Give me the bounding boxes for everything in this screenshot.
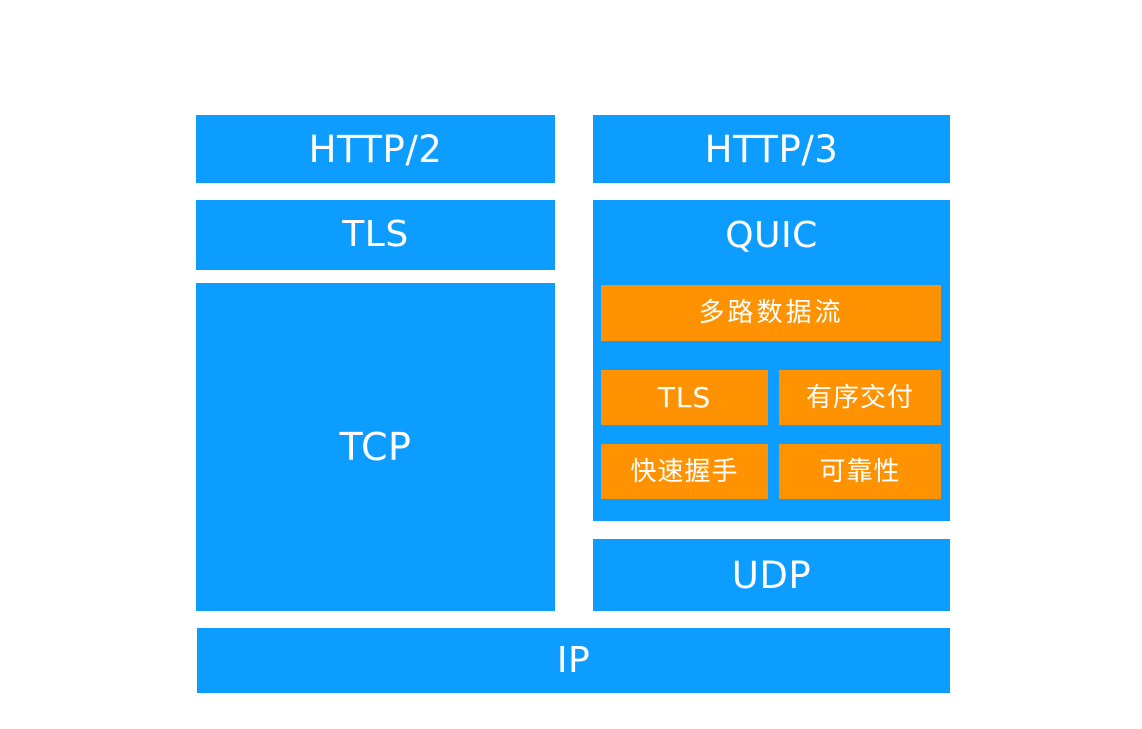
quic-feature-reliability: 可靠性 <box>779 444 941 499</box>
quic-feature-multiplexed-streams: 多路数据流 <box>601 285 941 341</box>
layer-quic: QUIC 多路数据流 TLS 有序交付 快速握手 可靠性 <box>593 200 950 521</box>
layer-http2: HTTP/2 <box>196 115 555 183</box>
layer-tcp: TCP <box>196 283 555 611</box>
layer-ip: IP <box>197 628 950 693</box>
layer-quic-label: QUIC <box>725 214 818 256</box>
quic-feature-fast-handshake: 快速握手 <box>601 444 768 499</box>
layer-tls: TLS <box>196 200 555 270</box>
quic-feature-ordered-delivery: 有序交付 <box>779 370 941 425</box>
layer-http3: HTTP/3 <box>593 115 950 183</box>
quic-feature-tls: TLS <box>601 370 768 425</box>
layer-udp: UDP <box>593 539 950 611</box>
